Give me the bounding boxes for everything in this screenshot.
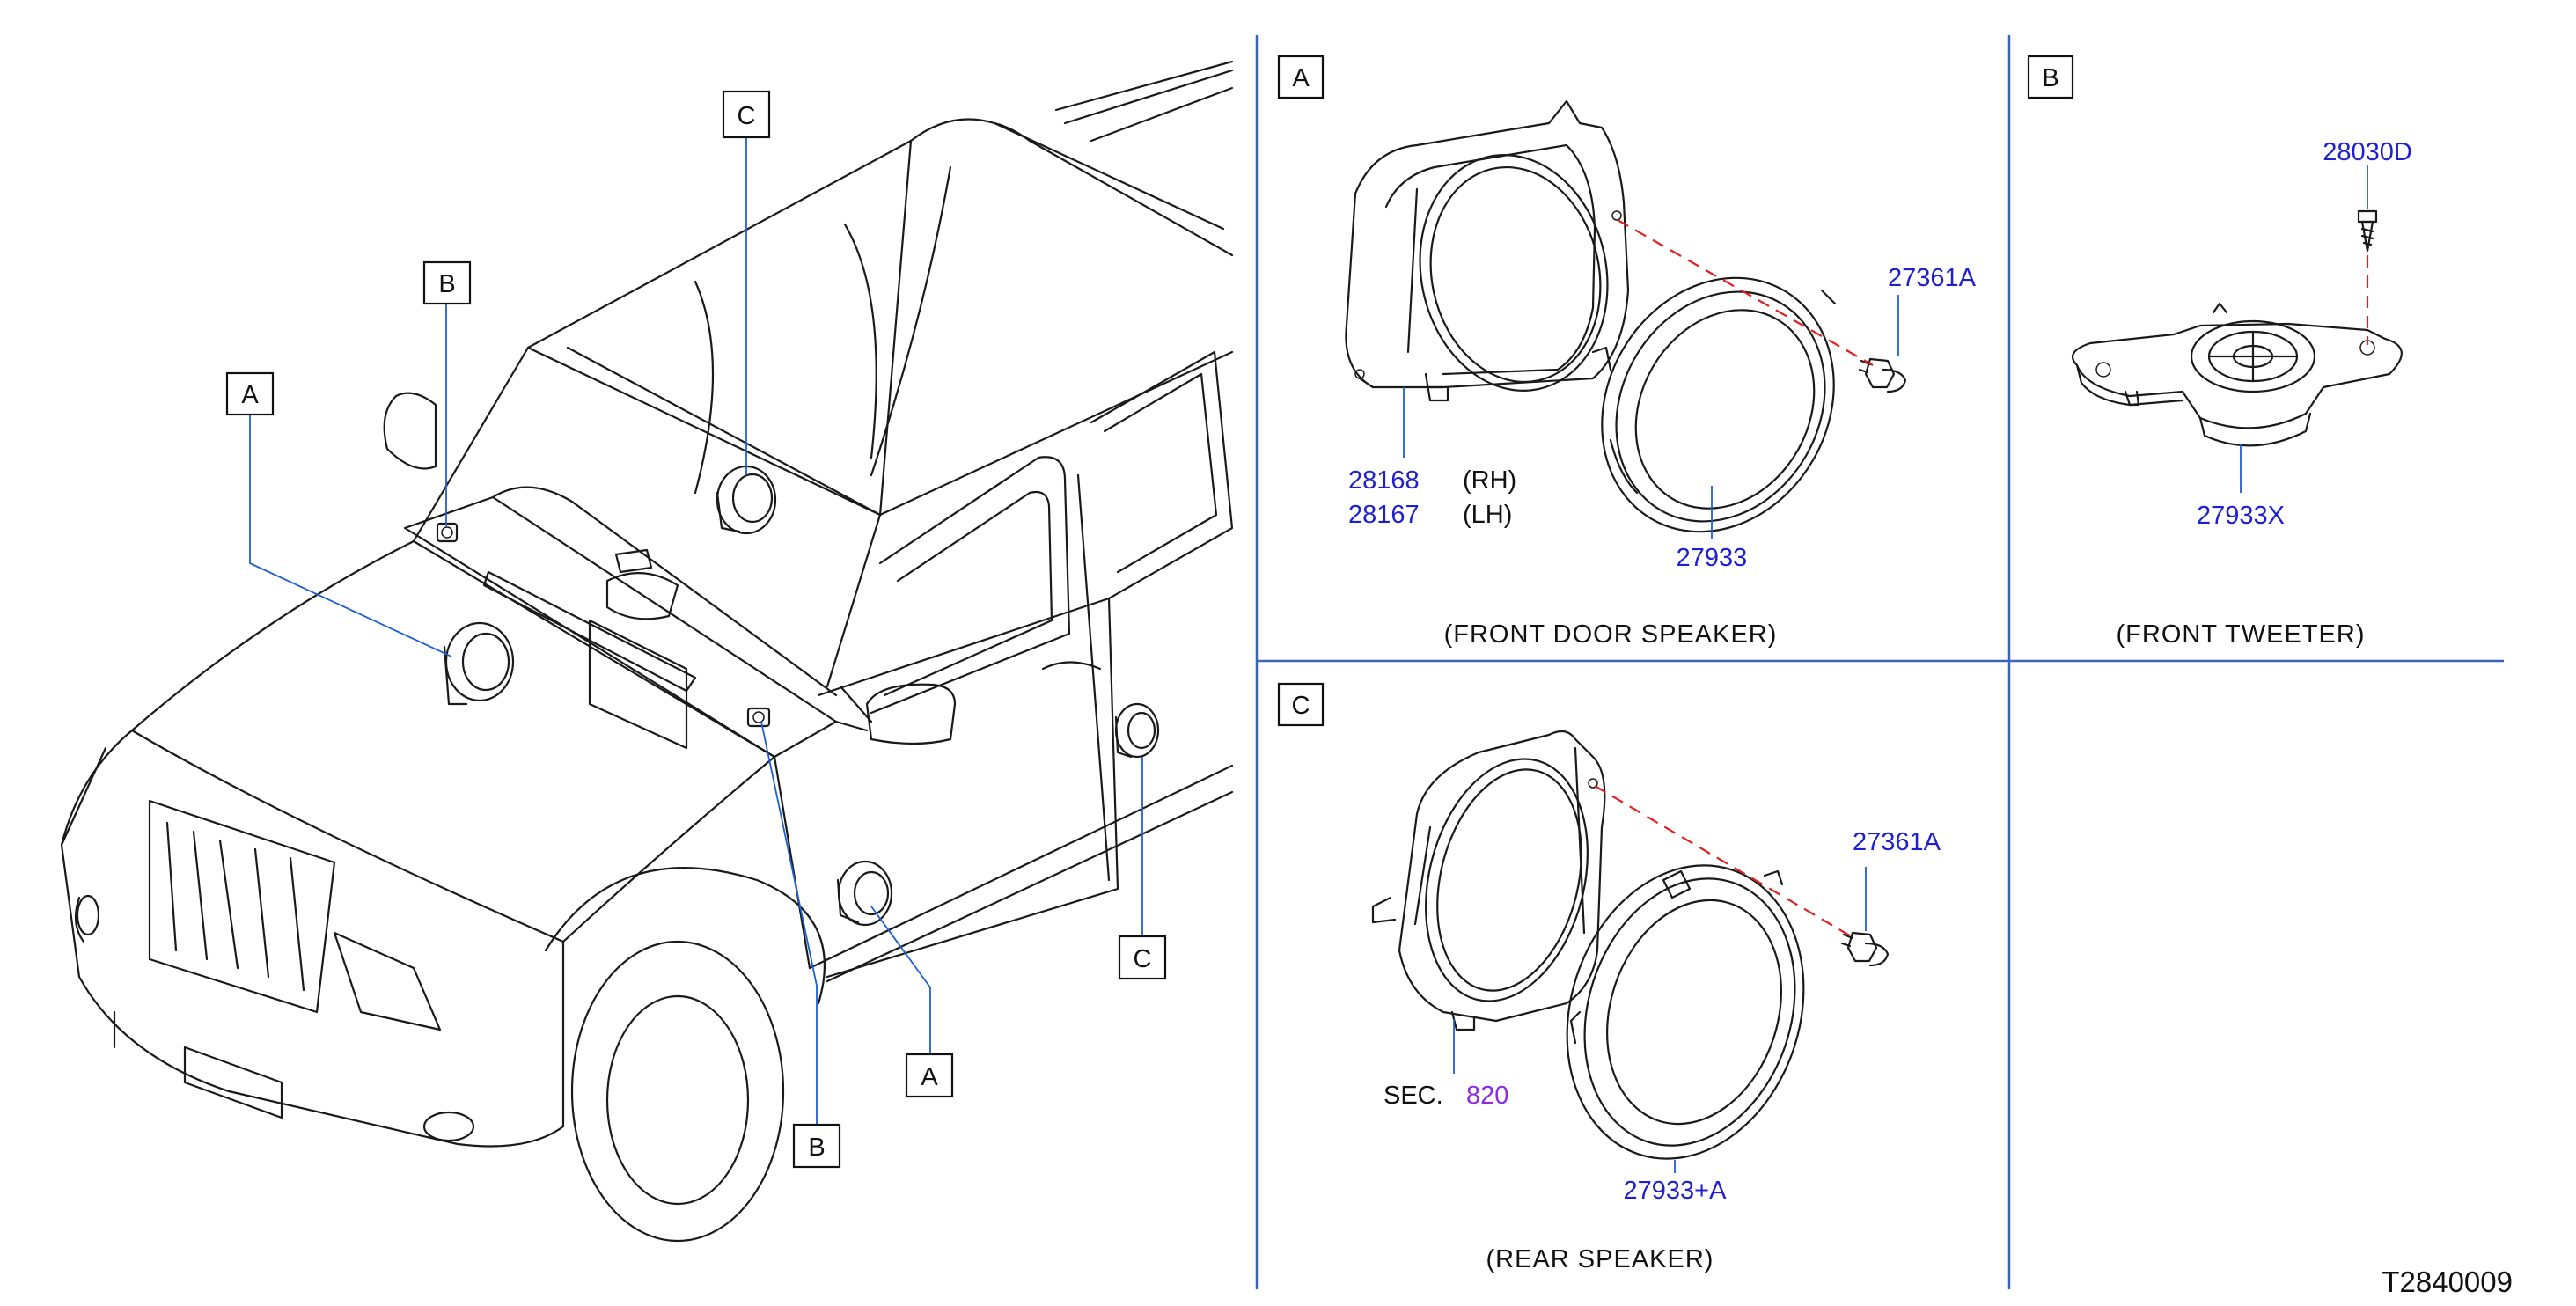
panel-c-speaker xyxy=(1566,864,1805,1160)
panel-b: B 28030D 27933X (FRONT TWEETER) xyxy=(2027,55,2412,649)
part-28168: 28168 xyxy=(1348,466,1420,495)
part-27933: 27933 xyxy=(1677,544,1748,572)
panel-a-install-line xyxy=(1617,219,1874,366)
part-sec-label: SEC. xyxy=(1383,1082,1443,1110)
panel-c-screw xyxy=(1840,931,1890,967)
part-27361a-front: 27361A xyxy=(1888,264,1977,292)
panel-a: A 28168 (RH) 28167 xyxy=(1277,55,1977,649)
part-27361a-rear: 27361A xyxy=(1853,828,1941,856)
panel-c-caption: (REAR SPEAKER) xyxy=(1486,1245,1714,1273)
panel-a-speaker xyxy=(1591,276,1837,533)
overview-tweeter-left xyxy=(436,522,459,543)
callout-a-top: A xyxy=(225,371,275,416)
part-28030d: 28030D xyxy=(2323,138,2412,166)
overview-speaker-lower-door xyxy=(836,860,893,927)
part-28167: 28167 xyxy=(1348,501,1420,529)
panel-a-caption: (FRONT DOOR SPEAKER) xyxy=(1444,620,1778,649)
vehicle-illustration xyxy=(60,60,1234,1243)
callout-c-bottom-label: C xyxy=(1134,945,1152,973)
leader-a-bottom xyxy=(870,906,931,1054)
panel-c-bracket xyxy=(1371,730,1606,1031)
panel-a-tag: A xyxy=(1292,64,1310,92)
panel-b-tweeter xyxy=(2071,302,2403,447)
callout-a-top-label: A xyxy=(241,381,259,409)
callout-c-bottom: C xyxy=(1118,935,1167,980)
overview-speaker-front-door xyxy=(443,621,515,706)
panel-b-tag: B xyxy=(2042,64,2059,92)
callout-b-bottom-label: B xyxy=(808,1134,825,1162)
callout-a-bottom-label: A xyxy=(921,1063,938,1091)
part-27933a: 27933+A xyxy=(1624,1177,1728,1205)
callout-b-top: B xyxy=(422,260,472,305)
leader-a-top xyxy=(249,415,452,657)
part-sec-820[interactable]: 820 xyxy=(1466,1082,1508,1110)
panel-a-bracket xyxy=(1345,99,1630,402)
part-27933x: 27933X xyxy=(2197,502,2285,530)
diagram-code: T2840009 xyxy=(2382,1266,2513,1298)
leader-b-bottom xyxy=(760,721,818,1125)
part-28168-side: (RH) xyxy=(1463,466,1516,495)
callout-a-bottom: A xyxy=(905,1053,954,1098)
callout-b-top-label: B xyxy=(438,270,455,298)
panel-b-screw xyxy=(2357,209,2378,253)
panel-a-screw xyxy=(1858,357,1907,393)
callout-c-top-label: C xyxy=(738,102,756,130)
panel-b-caption: (FRONT TWEETER) xyxy=(2117,620,2366,649)
part-28167-side: (LH) xyxy=(1463,501,1512,529)
overview-tweeter-right xyxy=(746,707,771,728)
panel-c-tag: C xyxy=(1292,692,1310,720)
panel-c: C SEC. 820 27933+A 2736 xyxy=(1277,682,1941,1273)
callout-c-top: C xyxy=(722,90,771,139)
overview-speaker-rear-door xyxy=(1114,702,1160,759)
panel-c-install-line xyxy=(1594,785,1853,938)
overview-speaker-rear xyxy=(716,465,777,535)
callout-b-bottom: B xyxy=(792,1123,841,1169)
